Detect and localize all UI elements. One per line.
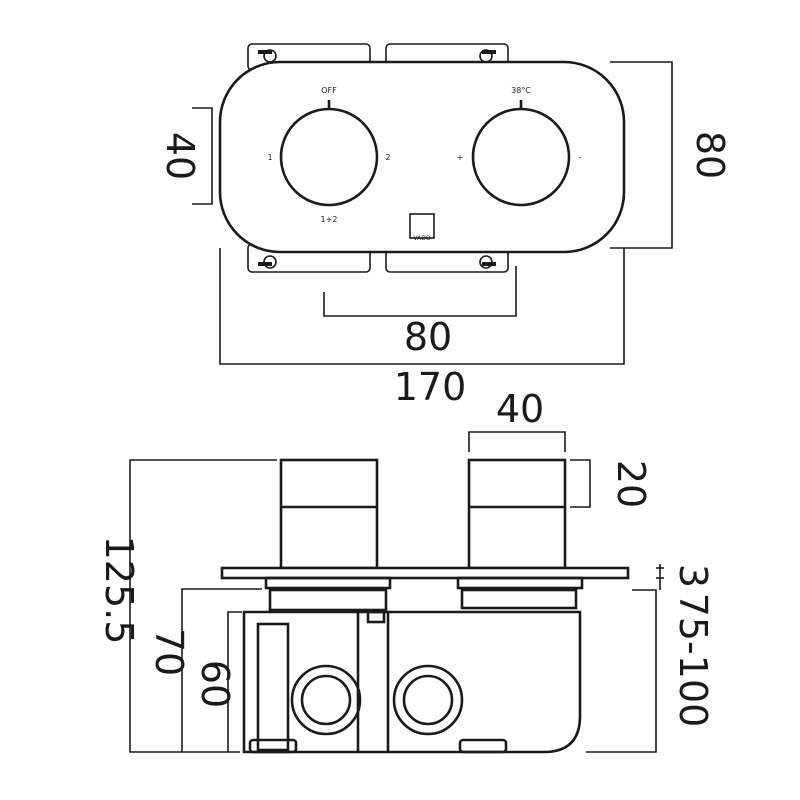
dim-plate-height: 40	[158, 107, 213, 205]
right-handle	[471, 100, 571, 207]
svg-text:70: 70	[147, 628, 191, 676]
label-plus: +	[457, 153, 464, 162]
dim-handle-spacing: 80	[323, 266, 517, 359]
svg-text:40: 40	[496, 387, 544, 431]
valve-body	[242, 610, 582, 754]
dim-overall-width: 170	[219, 248, 625, 409]
label-off: OFF	[321, 86, 337, 95]
side-view: 40 20 125.5 70 60 3	[97, 387, 715, 754]
svg-text:80: 80	[688, 131, 732, 179]
svg-text:170: 170	[394, 365, 467, 409]
dim-overall-height: 80	[610, 61, 732, 249]
svg-text:125.5: 125.5	[97, 536, 141, 645]
svg-text:75-100: 75-100	[671, 593, 715, 728]
dim-total-depth: 125.5	[97, 459, 277, 753]
dim-handle-height: 20	[570, 459, 653, 508]
dim-body-depth-70: 70	[147, 588, 262, 752]
label-one: 1	[267, 153, 272, 162]
sleeve-right	[460, 588, 578, 610]
svg-text:20: 20	[609, 460, 653, 508]
sleeve-left	[268, 588, 388, 612]
collar-left	[264, 576, 392, 590]
dim-plate-thickness: 3	[656, 564, 715, 590]
outlet-left	[290, 664, 362, 736]
svg-text:40: 40	[158, 132, 202, 180]
label-minus: -	[579, 153, 582, 162]
front-view: OFF 1 2 1+2 38°C + - VADO 40 80 80 1	[158, 43, 732, 409]
side-handle-left	[279, 458, 379, 570]
outlet-right	[392, 664, 464, 736]
dim-handle-diameter: 40	[468, 387, 566, 452]
left-handle	[279, 100, 379, 207]
side-faceplate	[220, 566, 630, 580]
svg-text:VADO: VADO	[413, 235, 430, 242]
label-temperature: 38°C	[511, 86, 531, 95]
dim-body-depth-60: 60	[193, 611, 242, 752]
collar-right	[456, 576, 584, 590]
svg-text:3: 3	[671, 564, 715, 588]
svg-text:80: 80	[404, 315, 452, 359]
svg-text:60: 60	[193, 660, 237, 708]
label-two: 2	[385, 153, 390, 162]
side-handle-right	[467, 458, 567, 570]
dim-wall-range: 75-100	[586, 589, 715, 753]
label-one-plus-two: 1+2	[321, 215, 338, 224]
brand-logo: VADO	[409, 213, 435, 242]
